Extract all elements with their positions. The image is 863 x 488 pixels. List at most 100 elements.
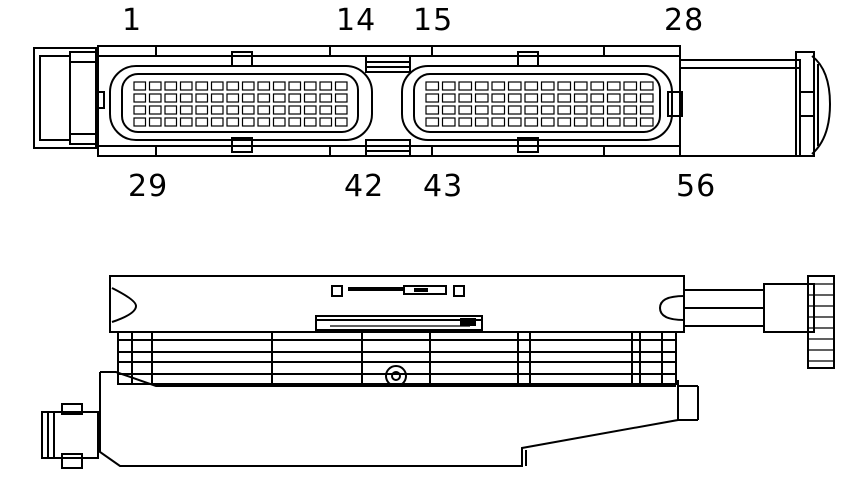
pin-label-29: 29 [128, 169, 168, 204]
pin-cavity [590, 117, 605, 127]
pin-cavity [425, 117, 440, 127]
pin-cavity [623, 81, 638, 91]
pin-label-43: 43 [423, 169, 463, 204]
pin-cavity [272, 105, 286, 115]
connector-side-view [41, 275, 835, 469]
pin-cavity [241, 93, 255, 103]
pin-cavity [441, 117, 456, 127]
pin-cavity [303, 117, 317, 127]
pin-label-42: 42 [344, 169, 384, 204]
pin-cavity [639, 81, 654, 91]
pin-cavity [164, 105, 178, 115]
pin-cavity [195, 81, 209, 91]
pin-cavity [441, 93, 456, 103]
pin-cavity [458, 117, 473, 127]
pin-cavity [210, 105, 224, 115]
pin-cavity [491, 117, 506, 127]
bottom-latch [41, 403, 99, 469]
pin-cavity [288, 105, 302, 115]
pin-cavity [507, 93, 522, 103]
pin-cavity [573, 105, 588, 115]
left-latch [33, 47, 105, 149]
pin-cavity [241, 105, 255, 115]
pin-cavity [133, 105, 147, 115]
pin-cavity [148, 105, 162, 115]
side-housing-bottom [99, 371, 699, 467]
pin-cavity [164, 117, 178, 127]
pin-cavity [226, 81, 240, 91]
pin-cavity [288, 117, 302, 127]
pin-cavity [257, 81, 271, 91]
pin-label-14: 14 [336, 3, 376, 38]
center-key [365, 55, 411, 157]
pin-cavity [557, 117, 572, 127]
pin-cavity [303, 105, 317, 115]
pin-cavity [606, 117, 621, 127]
pin-cavity [164, 93, 178, 103]
pin-cavity [179, 93, 193, 103]
pin-cavity [573, 117, 588, 127]
pin-cavity [272, 81, 286, 91]
pin-cavity [148, 117, 162, 127]
pin-cavity [441, 105, 456, 115]
pin-cavity [319, 81, 333, 91]
pin-cavity [557, 81, 572, 91]
pin-cavity [524, 117, 539, 127]
pin-cavity [334, 105, 348, 115]
pin-cavity [458, 93, 473, 103]
pin-cavity [148, 81, 162, 91]
pin-cavity [257, 117, 271, 127]
pin-cavity [179, 117, 193, 127]
pin-cavity [573, 93, 588, 103]
pin-cavity [507, 81, 522, 91]
pin-cavity [557, 93, 572, 103]
side-lever-arm [658, 275, 835, 369]
pin-cavity [148, 93, 162, 103]
pin-cavity [474, 117, 489, 127]
pin-cavity [257, 105, 271, 115]
pin-cavity [133, 117, 147, 127]
pin-cavity [319, 117, 333, 127]
side-housing-top [109, 275, 685, 333]
pin-cavity [540, 81, 555, 91]
pin-cavity [507, 105, 522, 115]
pin-cavity [226, 117, 240, 127]
pin-cavity [425, 105, 440, 115]
pin-cavity [639, 105, 654, 115]
side-lever [667, 51, 832, 157]
pin-label-28: 28 [664, 3, 704, 38]
pin-label-1: 1 [122, 3, 142, 38]
pin-cavity [303, 81, 317, 91]
pin-cavity [491, 105, 506, 115]
pin-cavity [195, 105, 209, 115]
pin-cavity [164, 81, 178, 91]
pin-cavity [540, 105, 555, 115]
pin-cavity [639, 93, 654, 103]
pin-cavity [195, 93, 209, 103]
pin-cavity [319, 105, 333, 115]
pin-row-frame [117, 331, 677, 387]
pin-cavity [590, 105, 605, 115]
pin-cavity [540, 117, 555, 127]
pin-cavity [606, 81, 621, 91]
pin-cavity [623, 93, 638, 103]
pin-label-56: 56 [676, 169, 716, 204]
pin-cavity [491, 81, 506, 91]
pin-cavity [303, 93, 317, 103]
pin-cavity [458, 81, 473, 91]
label-plate [315, 285, 483, 331]
pin-cavity [288, 81, 302, 91]
pin-cavity [226, 93, 240, 103]
pin-cavity [458, 105, 473, 115]
pin-cavity [606, 93, 621, 103]
pin-cavity [288, 93, 302, 103]
pin-cavity [590, 93, 605, 103]
pin-cavity [474, 81, 489, 91]
pin-cavity [441, 81, 456, 91]
pin-cavity [241, 117, 255, 127]
pin-label-15: 15 [413, 3, 453, 38]
pin-cavity [210, 117, 224, 127]
pin-cavity [606, 105, 621, 115]
pin-cavity [590, 81, 605, 91]
pin-cavity-block-left [109, 65, 373, 141]
